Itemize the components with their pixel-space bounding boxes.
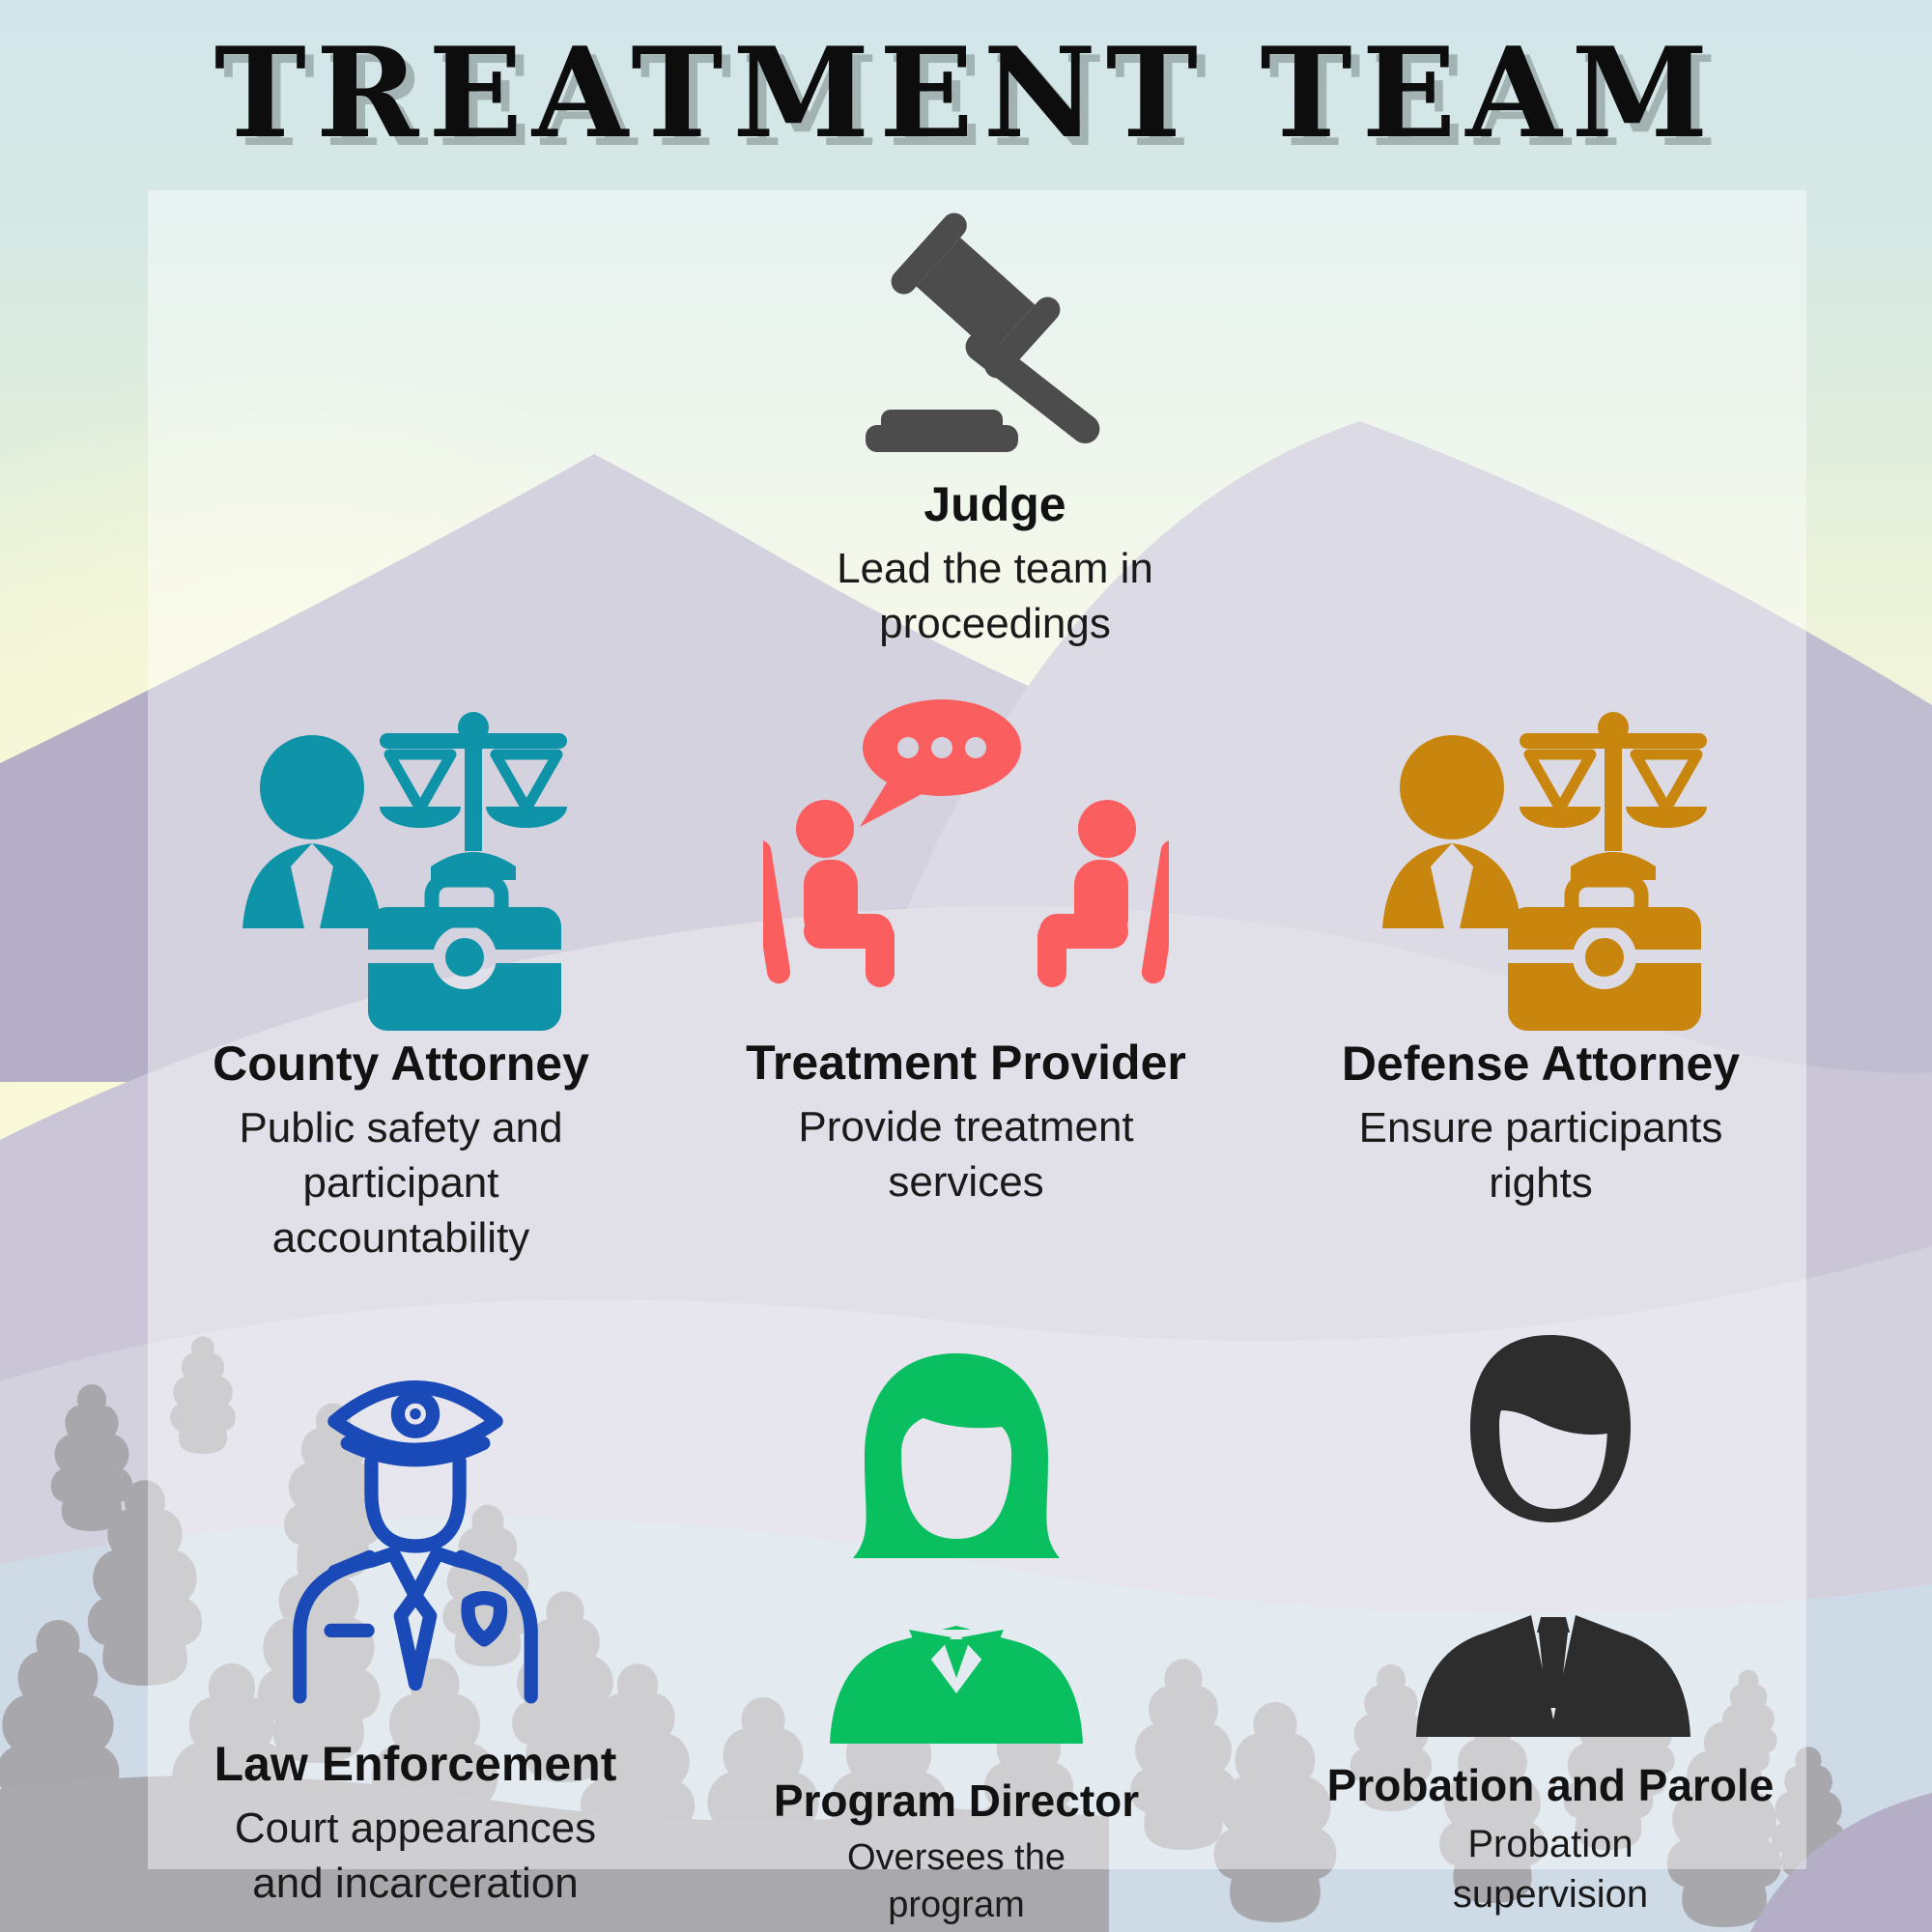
role-description: Provide treatment services — [798, 1102, 1134, 1206]
corner-hill — [1750, 1793, 1932, 1932]
attorney-scales-briefcase-icon — [242, 712, 567, 1031]
role-description: Lead the team in proceedings — [837, 544, 1153, 647]
role-description: Probation supervision — [1452, 1822, 1649, 1916]
role-law-enforcement: Law Enforcement Court appearances and in… — [145, 1325, 686, 1911]
counseling-conversation-icon — [763, 699, 1169, 987]
role-description: Oversees the program — [847, 1836, 1065, 1926]
role-description: Public safety and participant accountabi… — [239, 1103, 563, 1262]
role-probation-parole: Probation and Parole Probation supervisi… — [1275, 1321, 1826, 1919]
role-program-director: Program Director Oversees the program — [681, 1338, 1232, 1930]
page-title: TREATMENT TEAM — [213, 21, 1719, 166]
role-name: Defense Attorney — [1341, 1037, 1741, 1091]
ground-gray-bank — [0, 1776, 1109, 1932]
role-name: Program Director — [773, 1776, 1140, 1826]
gavel-icon — [866, 213, 1100, 452]
businessman-icon — [1416, 1335, 1690, 1737]
role-treatment-provider: Treatment Provider Provide treatment ser… — [676, 694, 1256, 1209]
role-description: Court appearances and incarceration — [234, 1804, 597, 1907]
role-name: County Attorney — [213, 1037, 589, 1091]
role-county-attorney: County Attorney Public safety and partic… — [130, 662, 671, 1265]
role-name: Probation and Parole — [1326, 1760, 1775, 1810]
attorney-scales-briefcase-icon — [1382, 712, 1707, 1031]
businesswoman-icon — [830, 1353, 1083, 1744]
role-name: Treatment Provider — [746, 1036, 1186, 1090]
role-name: Judge — [923, 477, 1066, 531]
role-name: Law Enforcement — [213, 1737, 617, 1791]
role-defense-attorney: Defense Attorney Ensure participants rig… — [1265, 662, 1816, 1210]
role-description: Ensure participants rights — [1358, 1103, 1723, 1207]
role-judge: Judge Lead the team in proceedings — [715, 211, 1275, 651]
police-officer-icon — [293, 1380, 538, 1704]
